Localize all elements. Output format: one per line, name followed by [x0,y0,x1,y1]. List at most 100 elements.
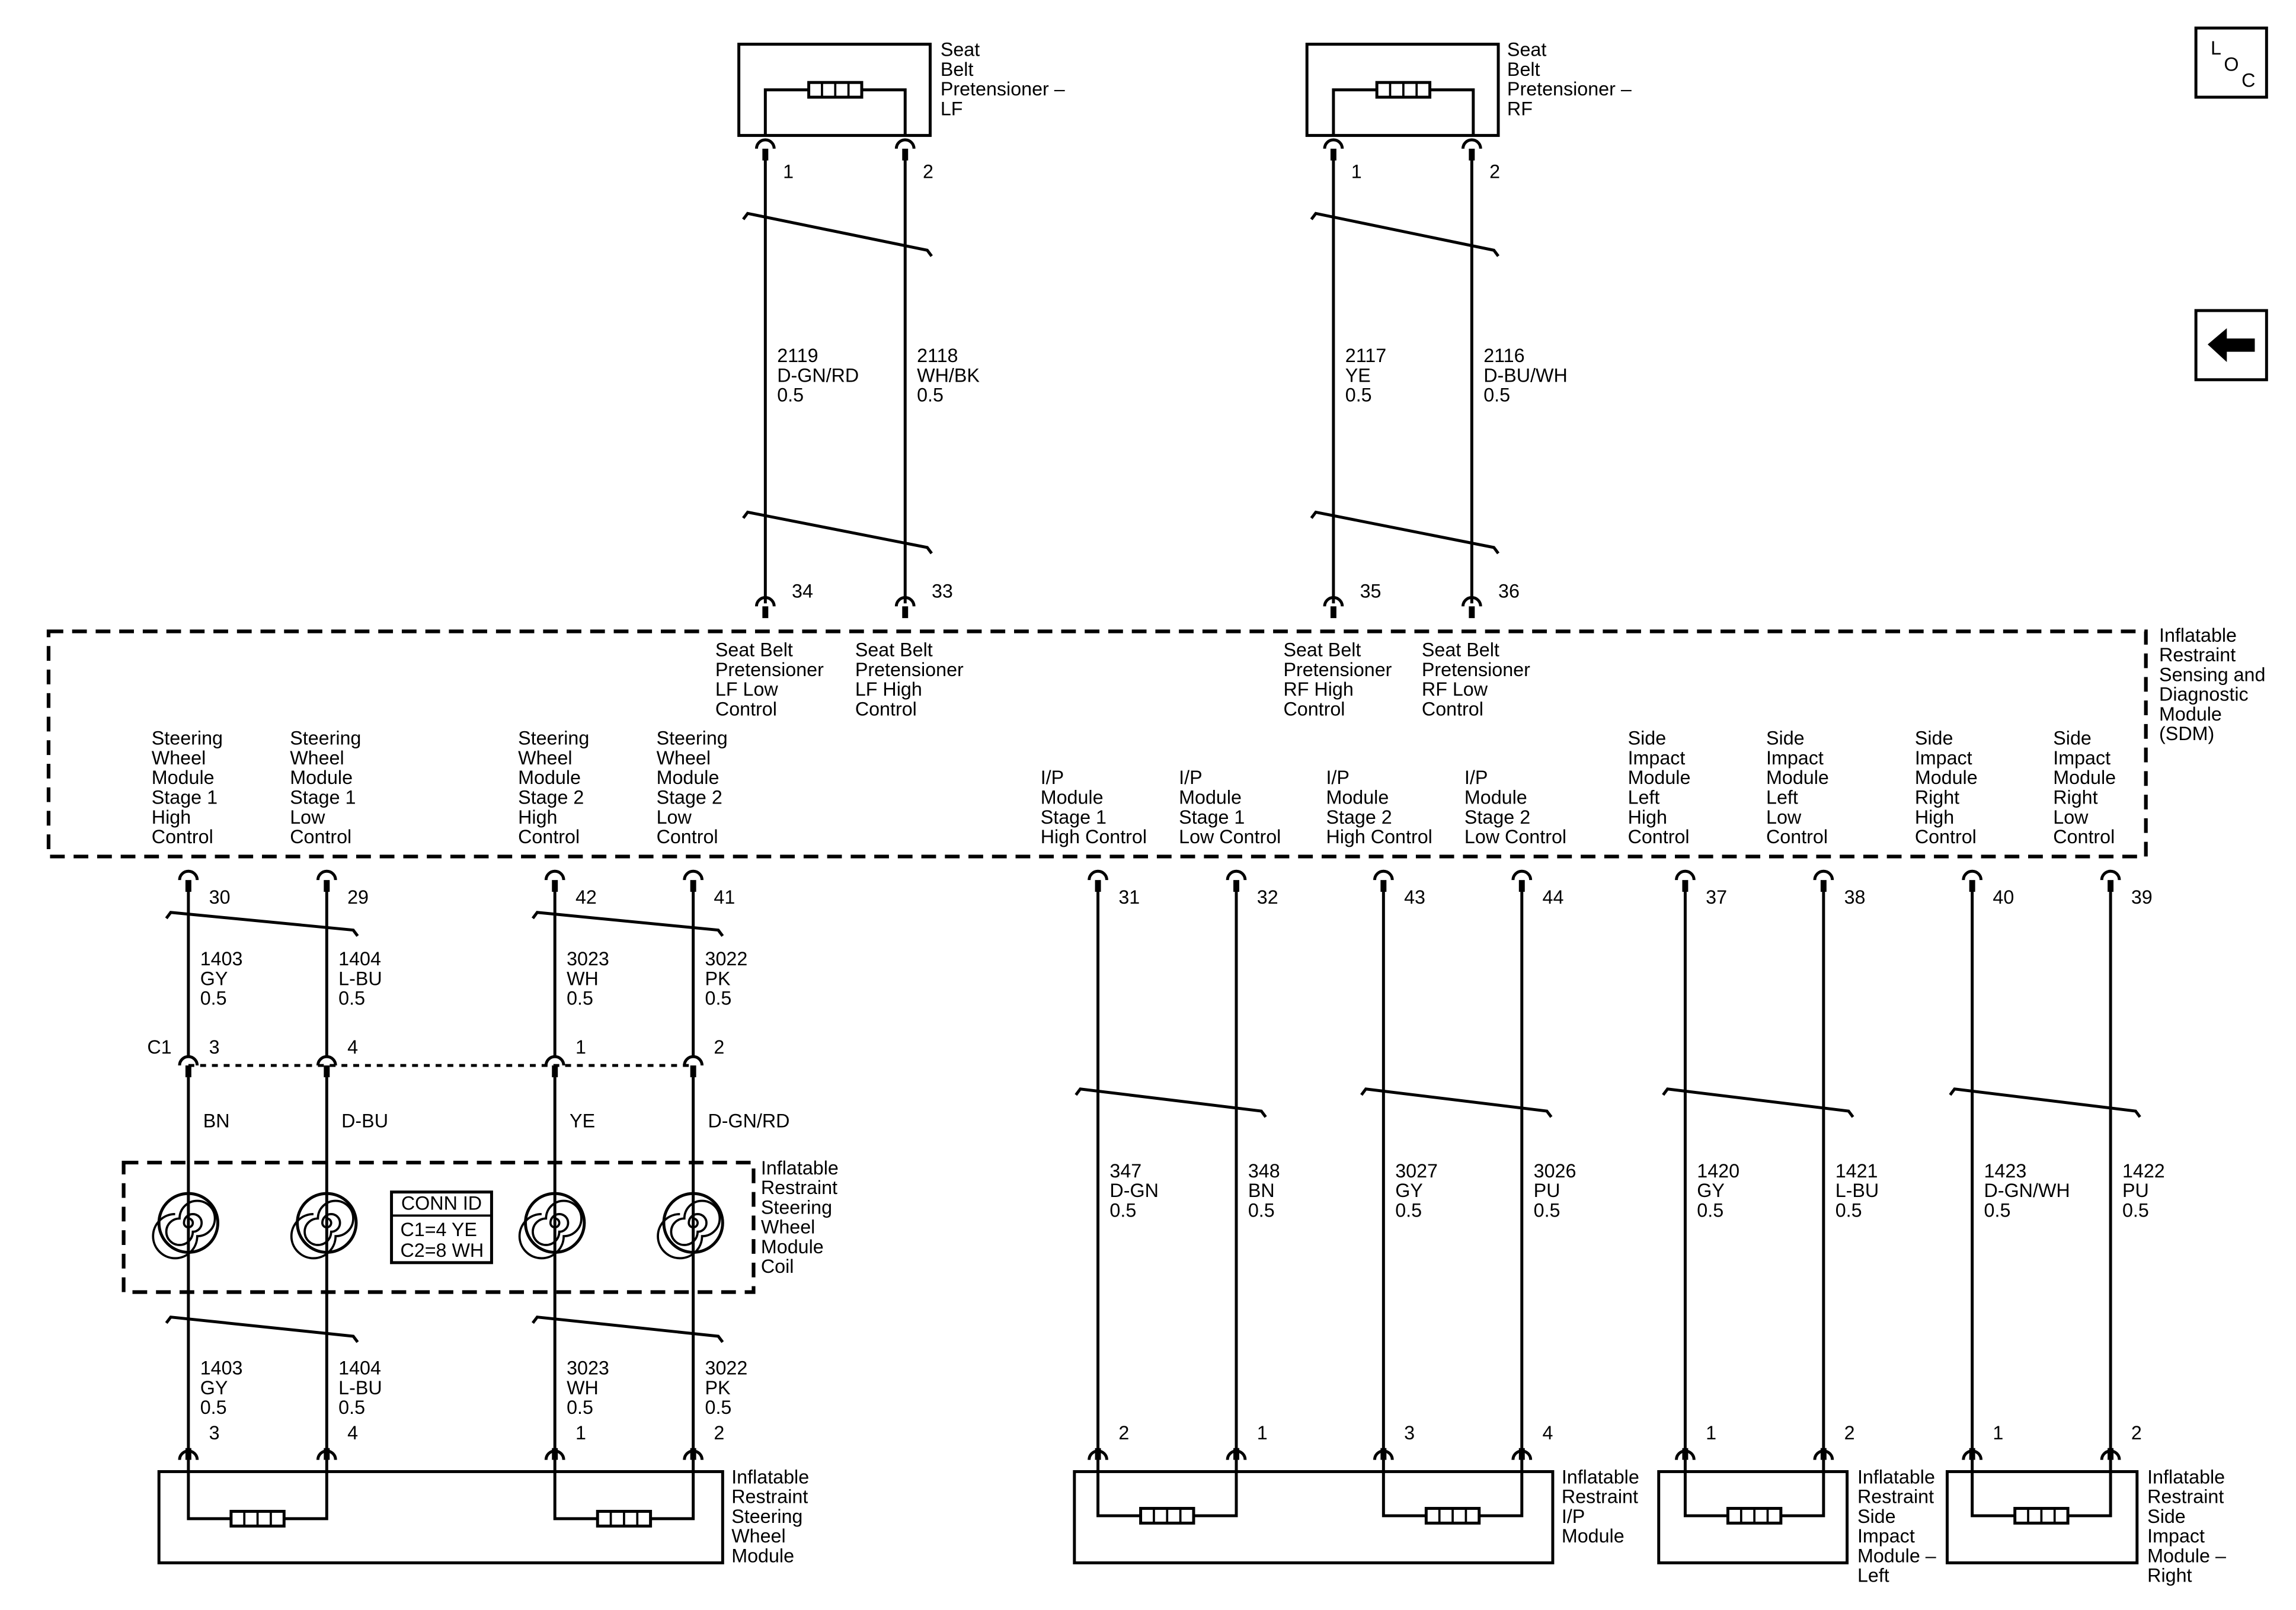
top-conn-1-pin [902,148,909,161]
side-right-label-line: Right [2147,1565,2192,1586]
wire-label-line: 3022 [705,1358,748,1379]
wire-label-line: PU [2122,1180,2149,1201]
pretensioner-rf-label-line: Belt [1507,59,1540,80]
sdm-r-conn-5-terminal [1813,869,1834,881]
sw-module-conn-1-pin [324,1448,330,1460]
wire-label-line: 1423 [1984,1160,2027,1182]
back-button[interactable] [2194,309,2268,382]
side-left-label-line: Impact [1857,1525,1915,1547]
pin-label: 4 [1543,1422,1553,1443]
twist-top-rf-1 [1310,212,1500,257]
wire-label-line: 348 [1248,1160,1280,1182]
pin-label: 1 [575,1422,586,1443]
loc-button[interactable]: L O C [2194,26,2268,99]
sdm-r-conn-4-pin [1682,880,1689,892]
sdm-function-label-line: Wheel [657,747,711,769]
coil-2-outer [524,1192,586,1254]
wire-label-line: D-GN/RD [777,364,859,386]
top-conn-3-terminal [1461,138,1482,149]
coil-wire-color: YE [570,1110,595,1131]
sw-module-label-line: Steering [731,1506,802,1527]
wire-label-line: 1403 [200,1358,243,1379]
sdm-function-label-line: Stage 1 [290,787,356,808]
sdm-function-label-line: Impact [1915,747,1972,769]
sdm-module-boundary [46,629,2148,859]
sdm-r-conn-6-pin [1969,880,1975,892]
coil-1-outer [296,1192,358,1254]
sdm-function-label-line: Seat Belt [855,639,933,661]
bottom-conn-r-3-pin [1518,1448,1525,1460]
sdm-function-label-line: Control [657,826,718,847]
sdm-r-conn-5-pin [1820,880,1827,892]
sdm-function-label-line: Low [657,806,692,828]
top-conn-2-pin [1330,148,1336,161]
pin-label: 2 [1844,1422,1855,1443]
coil-label-line: Steering [761,1196,832,1218]
coil-1-spiral [290,1199,354,1260]
sw-module-label-line: Module [731,1545,794,1566]
wire-label-line: 0.5 [917,385,944,406]
wire-label-line: 2117 [1345,345,1386,366]
pin-label: 37 [1706,886,1727,908]
pin-label: 1 [1257,1422,1268,1443]
pin-label: 2 [923,161,933,183]
sdm-function-label-line: Module [1915,767,1978,788]
c1-conn-3-pin [690,1065,696,1077]
sdm-function-label-line: Control [2053,826,2115,847]
wire-label-line: GY [200,1377,228,1398]
pretensioner-rf-label-line: RF [1507,98,1533,119]
wire-label-line: L-BU [338,1377,382,1398]
bottom-conn-r-5-pin [1820,1448,1827,1460]
pin-label: 42 [575,886,597,908]
sdm-function-label-line: Stage 1 [1041,806,1107,828]
wire-label-line: 1420 [1697,1160,1739,1182]
wires-layer [165,159,2141,1472]
pin-label: 34 [792,580,813,601]
wire-label-line: 0.5 [1248,1199,1275,1221]
loc-letter-o: O [2224,53,2239,75]
top-conn-3-pin [1469,148,1475,161]
wire-label-line: 0.5 [1109,1199,1136,1221]
sdm-function-label-line: Pretensioner [855,659,964,680]
side-left-label-line: Inflatable [1857,1466,1935,1487]
sdm-function-label-line: Module [1041,787,1104,808]
coil-wire-color: D-GN/RD [708,1110,789,1131]
c1-conn-3-terminal [683,1055,704,1066]
pin-label: 3 [209,1036,220,1058]
pretensioner-lf-label-line: Pretensioner – [941,78,1065,100]
conn-id-c1: C1=4 YE [400,1219,477,1240]
wire-label-line: 0.5 [1483,385,1510,406]
sdm-function-label-line: Side [1915,728,1953,749]
sw-module-conn-2-pin [552,1448,558,1460]
sw-module-label-line: Inflatable [731,1466,809,1487]
coil-module-boundary [121,1160,756,1294]
sdm-function-label-line: Seat Belt [715,639,793,661]
sdm-sw-conn-1-pin [324,880,330,892]
sdm-function-label-line: Impact [2053,747,2110,769]
pin-label: 35 [1360,580,1382,601]
sdm-r-conn-0-pin [1095,880,1101,892]
sdm-function-label-line: I/P [1464,767,1488,788]
sdm-function-label-line: Seat Belt [1422,639,1499,661]
sdm-function-label-line: High [518,806,557,828]
sdm-function-label-line: Control [855,699,917,720]
sdm-function-label-line: I/P [1179,767,1202,788]
sw-module-conn-3-pin [690,1448,696,1460]
sdm-sw-conn-2-terminal [544,869,565,881]
sdm-function-label-line: Control [1422,699,1483,720]
wire-label-line: GY [1395,1180,1423,1201]
wire-label-line: 0.5 [705,988,732,1009]
sdm-function-label-line: Stage 2 [1464,806,1530,828]
wire-label-line: 0.5 [338,1397,365,1418]
pin-label: 1 [575,1036,586,1058]
sdm-function-label-line: Stage 1 [1179,806,1245,828]
wire-label-line: GY [200,968,228,989]
pretensioner-lf-label-line: LF [941,98,963,119]
sdm-function-label-line: Control [518,826,580,847]
sdm-function-label-line: Module [1464,787,1527,808]
sdm-function-label-line: Module [152,767,215,788]
side-left-label-line: Module – [1857,1545,1936,1566]
sdm-function-label-line: Steering [290,728,361,749]
wire-label-line: 0.5 [777,385,804,406]
